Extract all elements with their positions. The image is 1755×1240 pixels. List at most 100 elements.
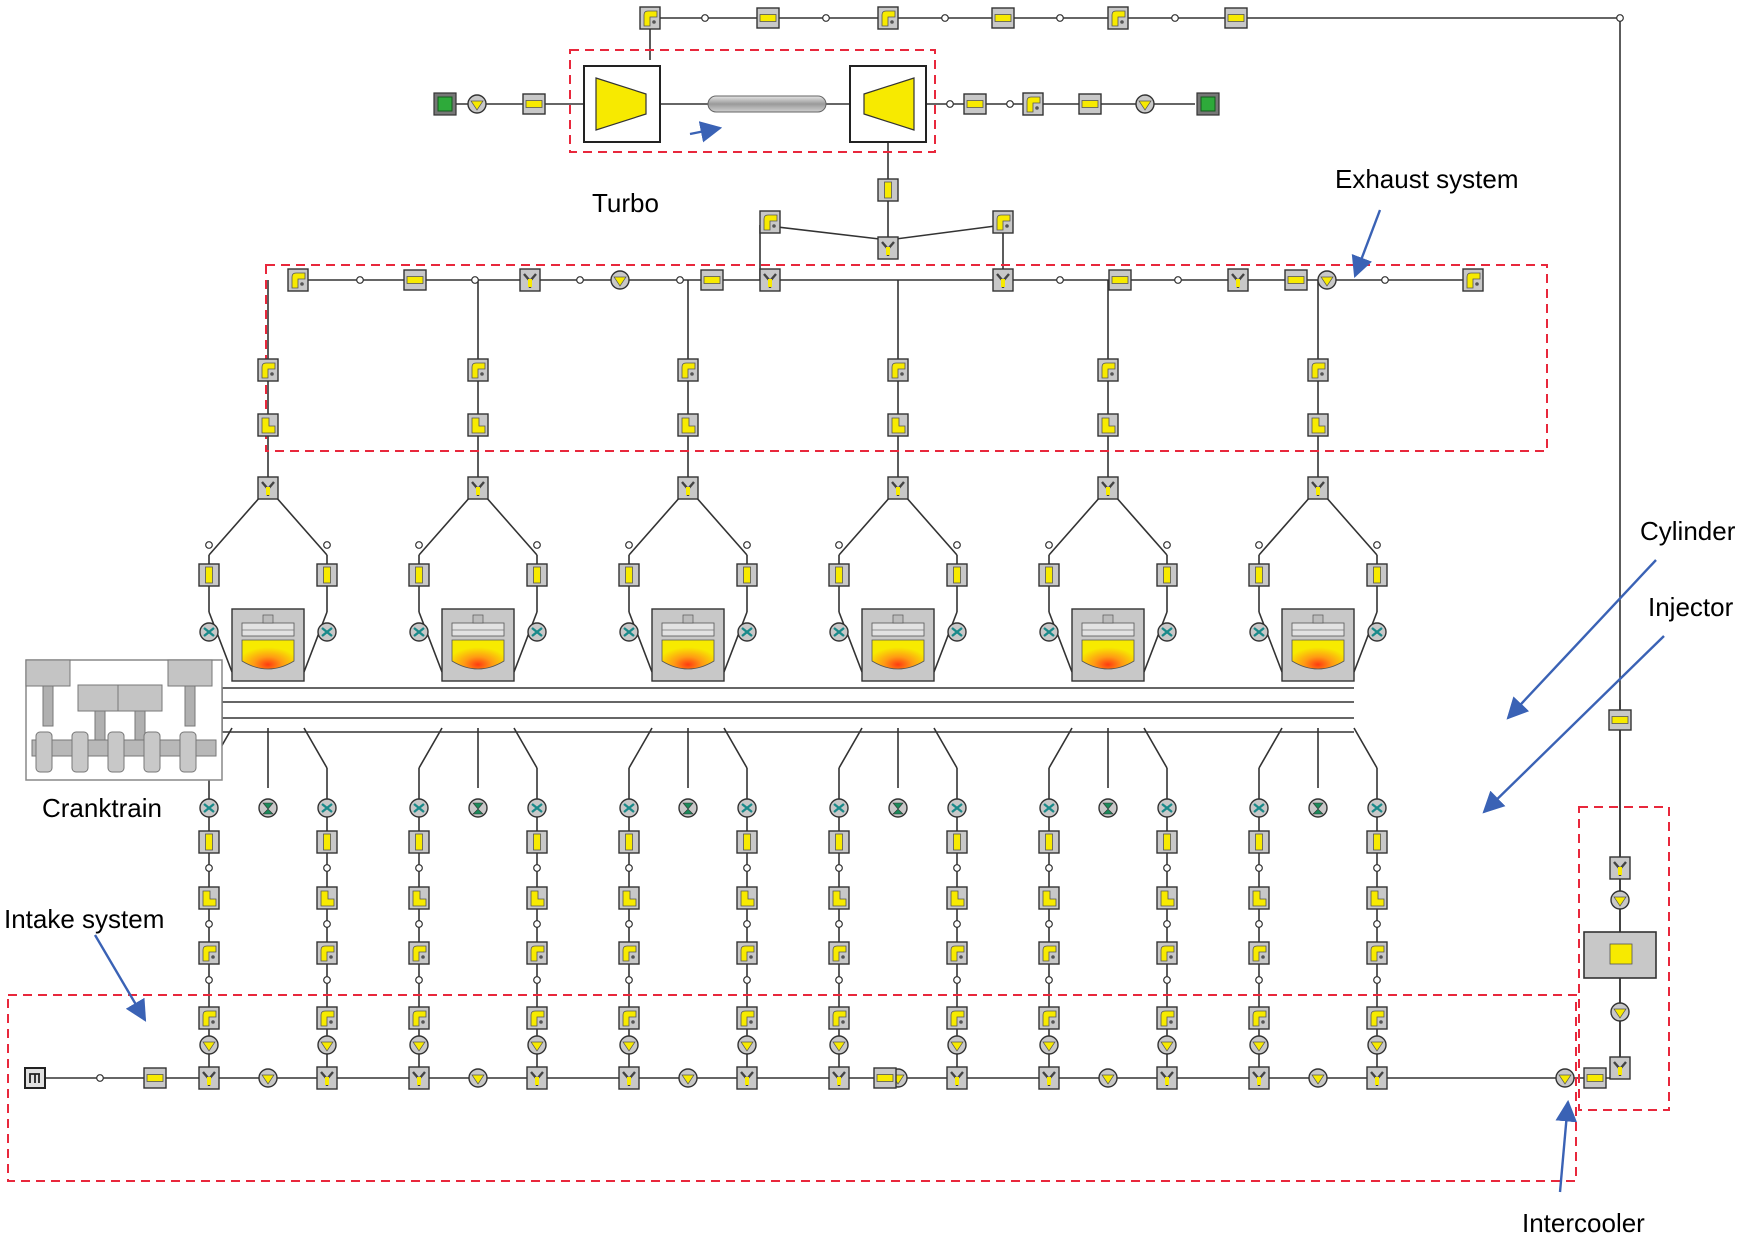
cranktrain-icon [25,659,223,781]
bend-icon [1307,413,1329,437]
pipe-icon [198,563,220,587]
callout-arrow [689,121,723,143]
valve-icon [829,622,849,642]
bend-icon [946,941,968,965]
pipe-icon [143,1067,167,1089]
bend-icon [1022,92,1044,116]
pipe-icon [408,563,430,587]
bend-icon [736,1006,758,1030]
pipe-icon [756,7,780,29]
orifice-icon [1249,1035,1269,1055]
callouts [93,121,1665,1193]
boundary-icon [433,92,457,116]
bend-icon [257,358,279,382]
injector-icon [468,798,488,818]
pipe-icon [618,563,640,587]
callout-arrow [93,934,147,1022]
valve-icon [1157,798,1177,818]
bend-icon [992,210,1014,234]
flowsplit-icon [1609,856,1631,880]
flowsplit-icon [887,476,909,500]
cylinder-icon [861,608,935,682]
bend-icon [759,210,781,234]
zone-intake-system [7,994,1577,1182]
label-turbo: Turbo [592,188,659,218]
bend-icon [1248,886,1270,910]
valve-icon [409,798,429,818]
orifice-icon [610,270,630,290]
bend-icon [408,1006,430,1030]
bend-icon [287,268,309,292]
callout-arrow [1351,209,1382,279]
bend-icon [198,886,220,910]
flowsplit-icon [316,1066,338,1090]
bend-icon [526,941,548,965]
labels: Turbo Exhaust system Cylinder Injector C… [4,164,1736,1238]
pipe-icon [700,269,724,291]
boundary-icon [24,1067,46,1089]
bend-icon [677,413,699,437]
pipe-icon [877,178,899,202]
valve-icon [199,798,219,818]
valve-icon [527,622,547,642]
flowsplit-icon [1038,1066,1060,1090]
bend-icon [316,941,338,965]
valve-icon [527,798,547,818]
bend-icon [316,886,338,910]
zone-intercooler [1578,806,1670,1111]
valve-icon [1249,798,1269,818]
cylinder-icon [441,608,515,682]
orifice-icon [1135,94,1155,114]
bend-icon [467,358,489,382]
flowsplit-icon [519,268,541,292]
pipe-icon [198,830,220,854]
label-intake-system: Intake system [4,904,164,934]
bend-icon [877,6,899,30]
pipe-icon [1248,563,1270,587]
bend-icon [467,413,489,437]
bend-icon [946,886,968,910]
bend-icon [408,886,430,910]
cylinder-icon [231,608,305,682]
pipe-icon [963,93,987,115]
boundary-icon [1196,92,1220,116]
bend-icon [736,886,758,910]
injector-icon [888,798,908,818]
flowsplit-icon [1307,476,1329,500]
pipe-icon [316,563,338,587]
bend-icon [526,886,548,910]
flowsplit-icon [1097,476,1119,500]
zone-turbo [569,49,936,153]
bend-icon [526,1006,548,1030]
pipe-icon [1038,563,1060,587]
cylinder-icon [1281,608,1355,682]
valve-icon [1039,798,1059,818]
shaft-icon [707,95,827,113]
bend-icon [1462,268,1484,292]
orifice-icon [1157,1035,1177,1055]
bend-icon [1097,413,1119,437]
label-cylinder: Cylinder [1640,516,1736,546]
flowsplit-icon [408,1066,430,1090]
orifice-icon [467,94,487,114]
bend-icon [887,413,909,437]
pipe-icon [1366,830,1388,854]
callout-arrow [1555,1099,1578,1193]
bend-icon [1097,358,1119,382]
pipe-icon [316,830,338,854]
bend-icon [887,358,909,382]
orifice-icon [829,1035,849,1055]
flowsplit-icon [1156,1066,1178,1090]
orifice-icon [1317,270,1337,290]
flowsplit-icon [736,1066,758,1090]
pipe-icon [1156,563,1178,587]
valve-icon [199,622,219,642]
orifice-icon [1610,1002,1630,1022]
valve-icon [1157,622,1177,642]
pipe-icon [1284,269,1308,291]
orifice-icon [409,1035,429,1055]
pipe-icon [828,830,850,854]
components [24,6,1657,1090]
flowsplit-icon [677,476,699,500]
label-intercooler: Intercooler [1522,1208,1645,1238]
